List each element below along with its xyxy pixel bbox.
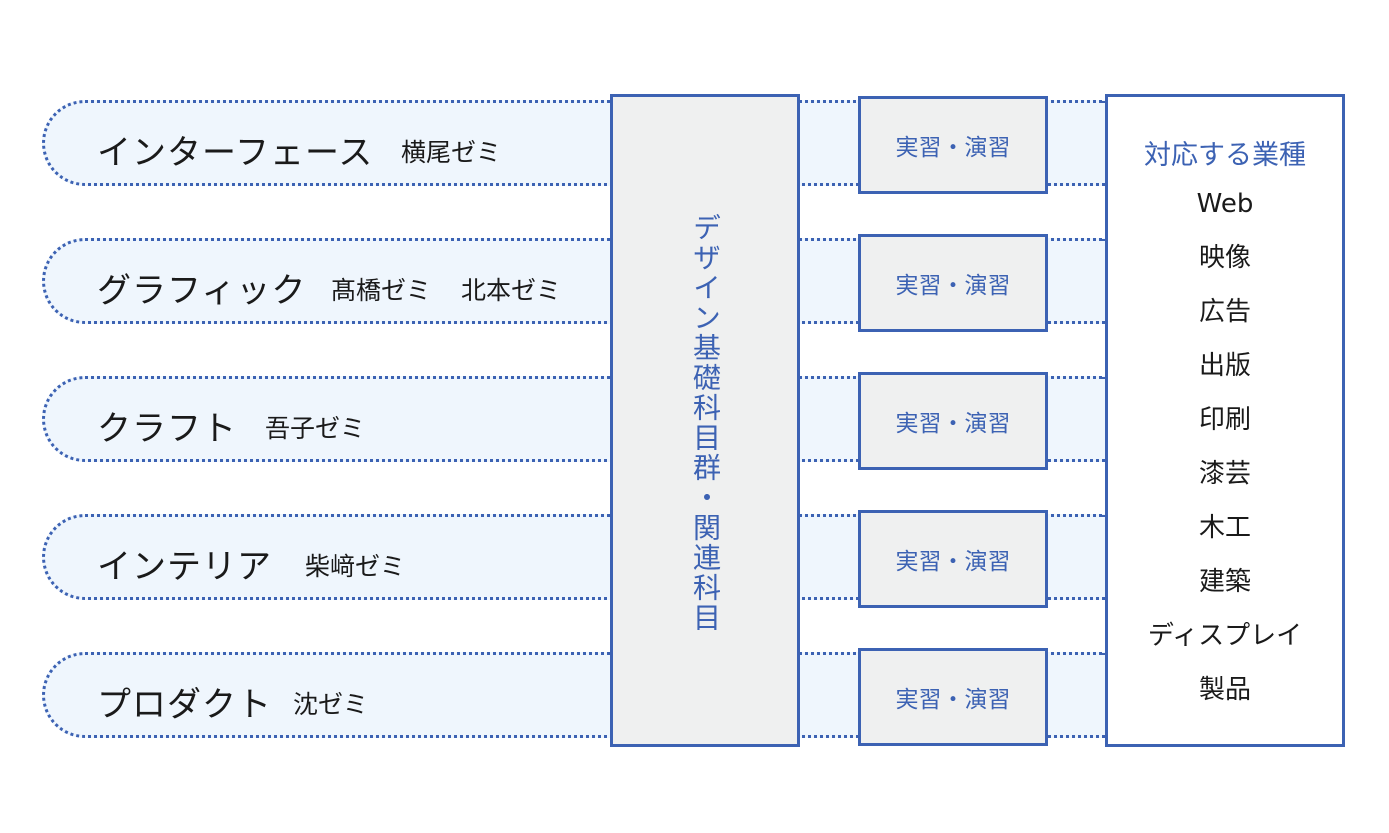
industry-item: 広告 xyxy=(1198,297,1251,327)
industry-item: 漆芸 xyxy=(1198,459,1251,489)
practice-label: 実習・演習 xyxy=(895,273,1011,299)
practice-box: 実習・演習 xyxy=(858,648,1048,746)
foundation-courses-column: デザイン基礎科目群・関連科目 xyxy=(610,94,800,747)
band-title: インテリア xyxy=(97,547,272,587)
band-title: インターフェース xyxy=(97,133,374,173)
industry-item: 建築 xyxy=(1198,567,1251,597)
industries-box: 対応する業種 Web 映像 広告 出版 印刷 漆芸 木工 建築 ディスプレイ 製… xyxy=(1105,94,1345,747)
practice-box: 実習・演習 xyxy=(858,234,1048,332)
industries-title: 対応する業種 xyxy=(1144,140,1306,171)
band-seminars: 沈ゼミ xyxy=(293,685,390,721)
practice-box: 実習・演習 xyxy=(858,510,1048,608)
industry-item: 出版 xyxy=(1198,351,1251,381)
industry-item: 印刷 xyxy=(1198,405,1251,435)
band-seminars: 横尾ゼミ xyxy=(401,133,523,169)
industry-item: 製品 xyxy=(1198,675,1251,705)
industry-item: ディスプレイ xyxy=(1147,621,1303,651)
band-seminars: 吾子ゼミ xyxy=(265,409,387,445)
industry-item: 木工 xyxy=(1198,513,1251,543)
industry-item: Web xyxy=(1196,189,1254,219)
industries-list: Web 映像 広告 出版 印刷 漆芸 木工 建築 ディスプレイ 製品 xyxy=(1108,191,1342,731)
practice-label: 実習・演習 xyxy=(895,687,1011,713)
band-seminars: 柴﨑ゼミ xyxy=(305,547,427,583)
foundation-courses-label: デザイン基礎科目群・関連科目 xyxy=(689,213,722,633)
seminar-label: 髙橋ゼミ xyxy=(331,276,432,305)
practice-label: 実習・演習 xyxy=(895,549,1011,575)
band-title: プロダクト xyxy=(97,685,272,725)
industry-item: 映像 xyxy=(1198,243,1251,273)
seminar-label: 沈ゼミ xyxy=(293,690,369,719)
practice-label: 実習・演習 xyxy=(895,411,1011,437)
practice-label: 実習・演習 xyxy=(895,135,1011,161)
seminar-label: 横尾ゼミ xyxy=(401,138,502,167)
practice-box: 実習・演習 xyxy=(858,372,1048,470)
band-title: クラフト xyxy=(97,409,237,449)
practice-box: 実習・演習 xyxy=(858,96,1048,194)
band-title: グラフィック xyxy=(97,271,307,311)
seminar-label: 柴﨑ゼミ xyxy=(305,552,406,581)
seminar-label: 吾子ゼミ xyxy=(265,414,366,443)
band-seminars: 髙橋ゼミ 北本ゼミ xyxy=(331,271,583,307)
seminar-label: 北本ゼミ xyxy=(460,276,561,305)
